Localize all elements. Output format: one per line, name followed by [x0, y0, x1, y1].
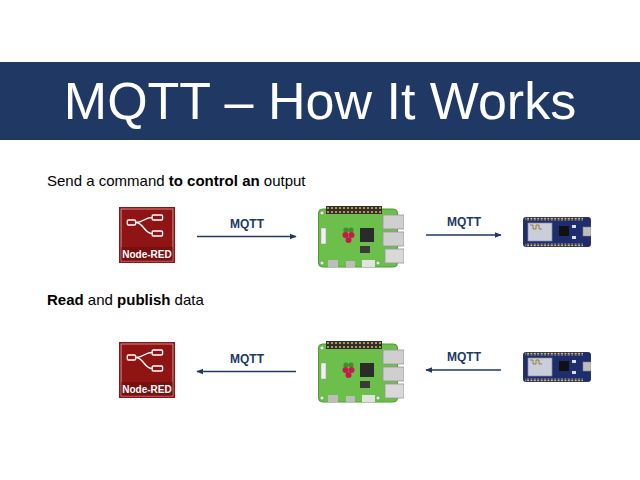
title-band: MQTT – How It Works — [0, 62, 640, 140]
section-heading: Send a command to control an output — [47, 172, 306, 189]
connector-arrow — [426, 234, 501, 236]
connector-label: MQTT — [228, 217, 266, 231]
esp-board — [523, 217, 591, 247]
connector-label: MQTT — [228, 352, 266, 366]
connector-arrow — [197, 371, 296, 373]
connector-arrow — [426, 369, 501, 371]
node-label: Node-RED — [119, 249, 175, 261]
title: MQTT – How It Works — [64, 75, 576, 127]
esp-board — [523, 217, 591, 247]
raspberry-pi — [318, 341, 404, 405]
raspberry-pi — [318, 206, 404, 270]
raspberry-pi — [318, 206, 404, 270]
esp-board — [523, 352, 591, 382]
node-red-icon: Node-RED — [119, 342, 175, 398]
connector-label: MQTT — [445, 215, 483, 229]
connector-arrow — [197, 236, 296, 238]
node-label: Node-RED — [119, 384, 175, 396]
node-red-icon: Node-RED — [119, 207, 175, 263]
connector-label: MQTT — [445, 350, 483, 364]
section-heading: Read and publish data — [47, 291, 204, 308]
esp-board — [523, 352, 591, 382]
raspberry-pi — [318, 341, 404, 405]
